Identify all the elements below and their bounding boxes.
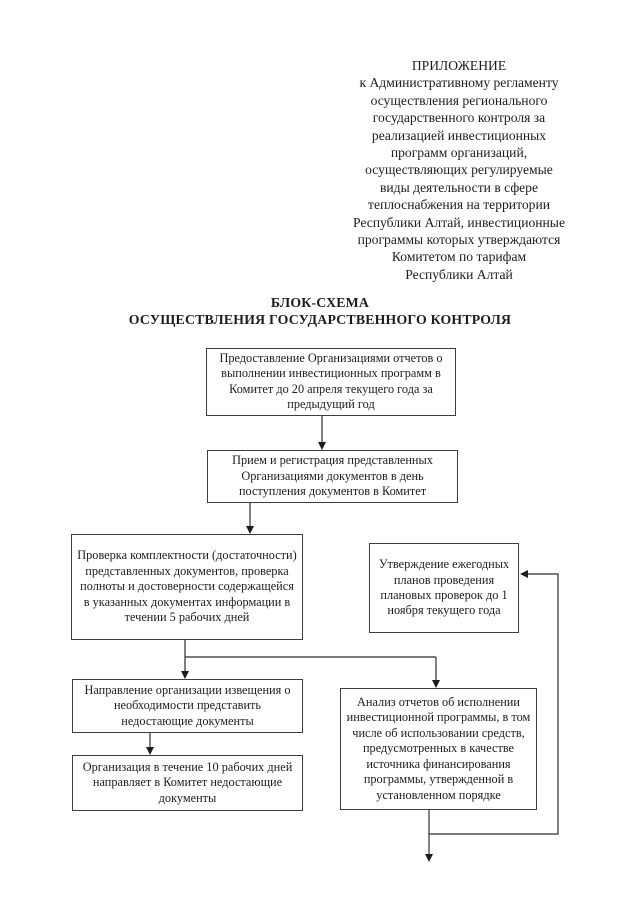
appendix-header-line: осуществляющих регулируемые (365, 162, 553, 178)
flow-node-reports-submission: Предоставление Организациями отчетов о в… (206, 348, 456, 416)
flow-node-org-sends-missing-docs: Организация в течение 10 рабочих дней на… (72, 755, 303, 811)
page-title-line-1: БЛОК-СХЕМА (270, 295, 370, 310)
appendix-header-line: программ организаций, (390, 145, 528, 161)
arrowhead-down-icon (181, 671, 189, 679)
flow-node-text: Направление организации извещения о необ… (84, 682, 291, 728)
appendix-header-line: виды деятельности в сфере (379, 179, 539, 195)
appendix-header: ПРИЛОЖЕНИЕ к Административному регламент… (324, 57, 594, 283)
arrowhead-down-icon (425, 854, 433, 862)
appendix-header-line: теплоснабжения на территории (368, 197, 550, 213)
flow-node-text: Утверждение ежегодных планов проведения … (378, 557, 510, 618)
appendix-header-line: Республики Алтай (405, 266, 513, 282)
appendix-header-line: ПРИЛОЖЕНИЕ (411, 58, 507, 73)
arrowhead-down-icon (246, 526, 254, 534)
arrowhead-left-icon (520, 570, 528, 578)
arrowhead-down-icon (146, 747, 154, 755)
flow-node-completeness-check: Проверка комплектности (достаточности) п… (71, 534, 303, 640)
appendix-header-line: к Административному регламенту (359, 75, 559, 91)
flow-node-text: Прием и регистрация представленных Орган… (232, 453, 433, 499)
page-title: БЛОК-СХЕМА ОСУЩЕСТВЛЕНИЯ ГОСУДАРСТВЕННОГ… (0, 295, 640, 328)
flow-node-notice-missing-docs: Направление организации извещения о необ… (72, 679, 303, 733)
appendix-header-line: осуществления регионального (370, 92, 548, 108)
flow-node-reception-registration: Прием и регистрация представленных Орган… (207, 450, 458, 503)
arrowhead-down-icon (318, 442, 326, 450)
flow-node-text: Предоставление Организациями отчетов о в… (219, 351, 443, 412)
flow-node-text: Проверка комплектности (достаточности) п… (77, 548, 297, 625)
flow-node-reports-analysis: Анализ отчетов об исполнении инвестицион… (340, 688, 537, 810)
flow-node-text: Анализ отчетов об исполнении инвестицион… (346, 694, 531, 802)
appendix-header-line: реализацией инвестиционных (371, 127, 547, 143)
appendix-header-line: программы которых утверждаются (357, 232, 561, 248)
flow-node-annual-plans-approval: Утверждение ежегодных планов проведения … (369, 543, 519, 633)
page-title-line-2: ОСУЩЕСТВЛЕНИЯ ГОСУДАРСТВЕННОГО КОНТРОЛЯ (128, 311, 512, 327)
appendix-header-line: государственного контроля за (372, 110, 546, 126)
flow-node-text: Организация в течение 10 рабочих дней на… (82, 759, 293, 805)
appendix-header-line: Республики Алтай, инвестиционные (353, 214, 565, 230)
appendix-header-line: Комитетом по тарифам (391, 249, 527, 265)
arrowhead-down-icon (432, 680, 440, 688)
arrow-loop-to-approval (429, 573, 559, 835)
